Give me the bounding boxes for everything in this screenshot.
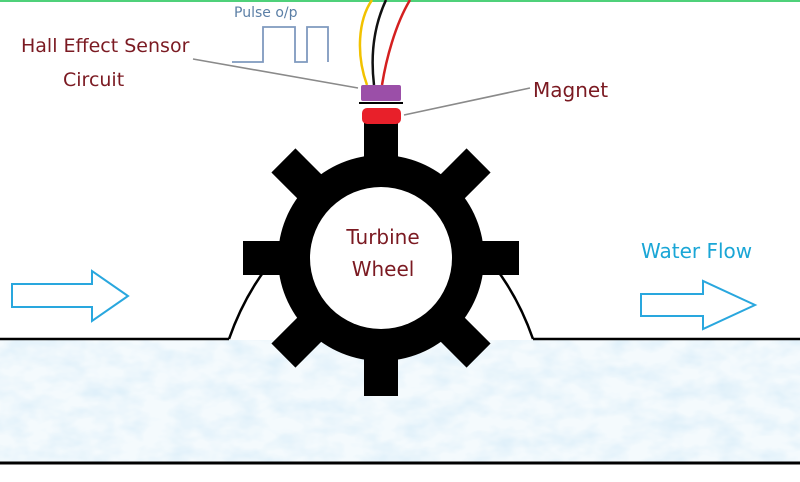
wire-black <box>371 0 388 86</box>
wheel-spoke <box>271 148 338 215</box>
wheel-spoke <box>364 336 398 396</box>
turbine-label-line1: Turbine <box>345 225 419 249</box>
pulse-output-label: Pulse o/p <box>234 5 298 21</box>
hall-sensor <box>361 85 401 101</box>
flow-arrow-icon <box>11 269 130 323</box>
sensor-label-line1: Hall Effect Sensor <box>21 35 190 57</box>
magnet-leader-line <box>403 87 531 116</box>
magnet-label: Magnet <box>533 78 608 102</box>
wheel-spoke <box>424 301 491 368</box>
wheel-spoke <box>459 241 519 275</box>
wheel-spokes <box>243 120 519 396</box>
wheel-spoke <box>364 120 398 180</box>
wire-red <box>380 0 412 86</box>
wheel-hub <box>310 187 452 329</box>
wheel-spoke <box>424 148 491 215</box>
sensor-label-line2: Circuit <box>63 69 124 91</box>
turbine-label-line2: Wheel <box>352 257 415 281</box>
wheel-spoke <box>271 301 338 368</box>
pulse-waveform-icon <box>232 26 329 63</box>
magnet <box>362 108 401 124</box>
water-texture <box>0 340 800 463</box>
water-flow-label: Water Flow <box>641 239 752 263</box>
wire-yellow <box>358 0 374 86</box>
wheel-spoke <box>243 241 303 275</box>
sensor-leader-line <box>192 58 359 89</box>
flow-arrow-icon <box>640 279 758 331</box>
turbine-wheel-icon <box>243 120 519 396</box>
